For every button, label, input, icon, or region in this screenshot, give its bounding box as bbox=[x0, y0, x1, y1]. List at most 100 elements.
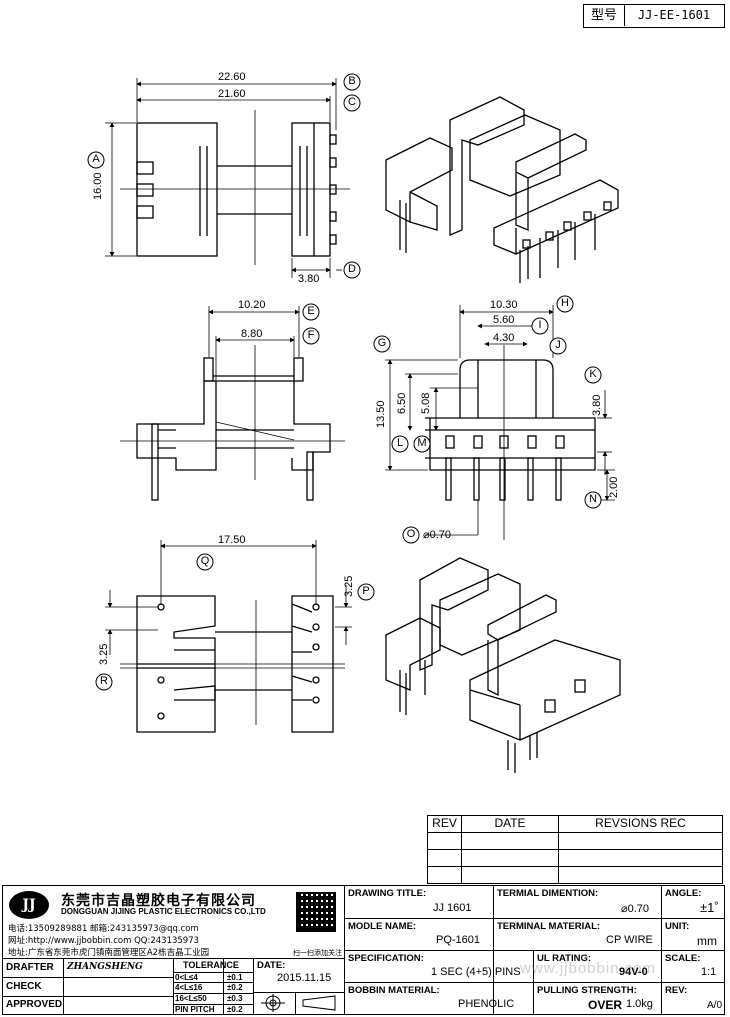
specification: 1 SEC (4+5) PINS bbox=[431, 966, 521, 978]
dim-4-30: 4.30 bbox=[493, 332, 515, 344]
tol-range-4: PIN PITCH bbox=[175, 1005, 215, 1014]
dim-8-80: 8.80 bbox=[241, 328, 263, 340]
bottom-view bbox=[120, 595, 345, 733]
date-label: DATE: bbox=[257, 960, 286, 971]
dim-3-25-right: 3.25 bbox=[343, 575, 355, 597]
callout-L: L bbox=[396, 437, 404, 449]
dim-3-80-side: 3.80 bbox=[591, 394, 603, 416]
date-header: DATE bbox=[494, 816, 526, 830]
scale-value: 1:1 bbox=[701, 966, 717, 978]
qr-code bbox=[296, 892, 336, 932]
module-name: PQ-1601 bbox=[436, 934, 481, 946]
bobbin-material: PHENOLIC bbox=[458, 998, 515, 1010]
isometric-view-1 bbox=[385, 96, 619, 283]
unit-value: mm bbox=[697, 934, 717, 948]
projection-symbol bbox=[261, 994, 336, 1012]
dim-10-20: 10.20 bbox=[238, 299, 266, 311]
terminal-dim: ⌀0.70 bbox=[621, 903, 650, 915]
tol-value-4: ±0.2 bbox=[227, 1005, 243, 1014]
company-name-en: DONGGUAN JIJING PLASTIC ELECTRONICS CO.,… bbox=[61, 907, 266, 916]
dim-5-08: 5.08 bbox=[420, 392, 432, 414]
tol-range-2: 4<L≤16 bbox=[175, 983, 203, 992]
tol-range-3: 16<L≤50 bbox=[175, 994, 207, 1003]
callout-P: P bbox=[362, 585, 370, 597]
dim-3-25-left: 3.25 bbox=[98, 643, 110, 665]
callout-G: G bbox=[377, 337, 387, 349]
callout-O: O bbox=[406, 528, 416, 540]
ul-rating-label: UL RATING: bbox=[537, 953, 592, 964]
bobbin-material-label: BOBBIN MATERIAL: bbox=[348, 985, 440, 996]
tol-range-1: 0<L≤4 bbox=[175, 973, 198, 982]
angle-value: ±1˚ bbox=[700, 900, 719, 915]
dim-17-50: 17.50 bbox=[218, 534, 246, 546]
callout-N: N bbox=[589, 493, 597, 505]
callout-R: R bbox=[100, 675, 108, 687]
drafter-name: ZHANGSHENG bbox=[67, 962, 143, 972]
date-value: 2015.11.15 bbox=[277, 972, 332, 984]
terminal-material: CP WIRE bbox=[606, 934, 653, 946]
revision-table: REV DATE REVSIONS REC bbox=[427, 815, 723, 884]
tol-value-2: ±0.2 bbox=[227, 983, 243, 992]
drafter-label: DRAFTER bbox=[6, 962, 54, 973]
dim-22-60: 22.60 bbox=[218, 71, 246, 83]
callout-M: M bbox=[417, 437, 427, 449]
watermark: www.jjbobbin.com bbox=[520, 960, 657, 977]
callout-B: B bbox=[348, 75, 356, 87]
unit-label: UNIT: bbox=[665, 921, 690, 932]
drawing-title-label: DRAWING TITLE: bbox=[348, 888, 427, 899]
dim-21-60: 21.60 bbox=[218, 88, 246, 100]
dim-13-50: 13.50 bbox=[375, 400, 387, 428]
dim-3-80: 3.80 bbox=[298, 273, 320, 285]
rev-value: A/0 bbox=[707, 1000, 723, 1011]
tol-value-3: ±0.3 bbox=[227, 994, 243, 1003]
dim-16-00: 16.00 bbox=[92, 172, 104, 200]
pulling-strength-label: PULLING STRENGTH: bbox=[537, 985, 637, 996]
dim-10-30: 10.30 bbox=[490, 299, 518, 311]
callout-J: J bbox=[555, 339, 561, 351]
callout-D: D bbox=[348, 263, 356, 275]
tol-value-1: ±0.1 bbox=[227, 973, 243, 982]
module-name-label: MODLE NAME: bbox=[348, 921, 417, 932]
scale-label: SCALE: bbox=[665, 953, 701, 964]
front-view bbox=[120, 345, 345, 501]
approved-label: APPROVED bbox=[6, 999, 63, 1010]
callout-H: H bbox=[561, 297, 569, 309]
callout-K: K bbox=[589, 368, 597, 380]
callout-F: F bbox=[307, 329, 315, 341]
isometric-view-2 bbox=[385, 557, 621, 773]
terminal-dim-label: TERMIAL DIMENTION: bbox=[497, 888, 599, 899]
specification-label: SPECIFICATION: bbox=[348, 953, 424, 964]
check-label: CHECK bbox=[6, 981, 42, 992]
company-logo: JJ bbox=[9, 891, 49, 919]
company-contact-2: 网址:http://www.jjbobbin.com QQ:243135973 bbox=[8, 936, 200, 946]
pulling-prefix: OVER bbox=[588, 998, 623, 1012]
model-box: 型号 JJ-EE-1601 bbox=[583, 4, 725, 28]
dim-2-00: 2.00 bbox=[608, 476, 620, 498]
drawing-title: JJ 1601 bbox=[433, 902, 472, 914]
dim-5-60: 5.60 bbox=[493, 314, 515, 326]
model-label: 型号 bbox=[584, 5, 625, 26]
top-view bbox=[120, 110, 350, 265]
callout-A: A bbox=[92, 153, 100, 165]
side-view bbox=[425, 345, 596, 540]
title-block: JJ 东莞市吉晶塑胶电子有限公司 DONGGUAN JIJING PLASTIC… bbox=[2, 885, 725, 1015]
rev-header: REV bbox=[432, 816, 457, 830]
qr-caption: 扫一扫添加关注 bbox=[293, 949, 342, 957]
callout-C: C bbox=[348, 96, 356, 108]
angle-label: ANGLE: bbox=[665, 888, 702, 899]
revisions-header: REVSIONS REC bbox=[595, 816, 686, 830]
pulling-strength: 1.0kg bbox=[626, 998, 653, 1010]
company-address: 地址:广东省东莞市虎门镇南面管理区A2栋吉晶工业园 bbox=[8, 948, 210, 958]
rev-label: REV: bbox=[665, 985, 688, 996]
tolerance-label: TOLERANCE bbox=[183, 960, 239, 970]
company-name-cn: 东莞市吉晶塑胶电子有限公司 bbox=[61, 893, 256, 909]
company-contact-1: 电话:13509289881 邮箱:243135973@qq.com bbox=[8, 924, 199, 934]
dim-6-50: 6.50 bbox=[396, 392, 408, 414]
callout-I: I bbox=[538, 319, 542, 331]
callout-E: E bbox=[307, 305, 315, 317]
dim-pin-dia: ⌀0.70 bbox=[423, 529, 452, 541]
ul-rating: 94V-0 bbox=[619, 966, 648, 978]
terminal-material-label: TERMINAL MATERIAL: bbox=[497, 921, 601, 932]
callout-Q: Q bbox=[200, 555, 210, 567]
